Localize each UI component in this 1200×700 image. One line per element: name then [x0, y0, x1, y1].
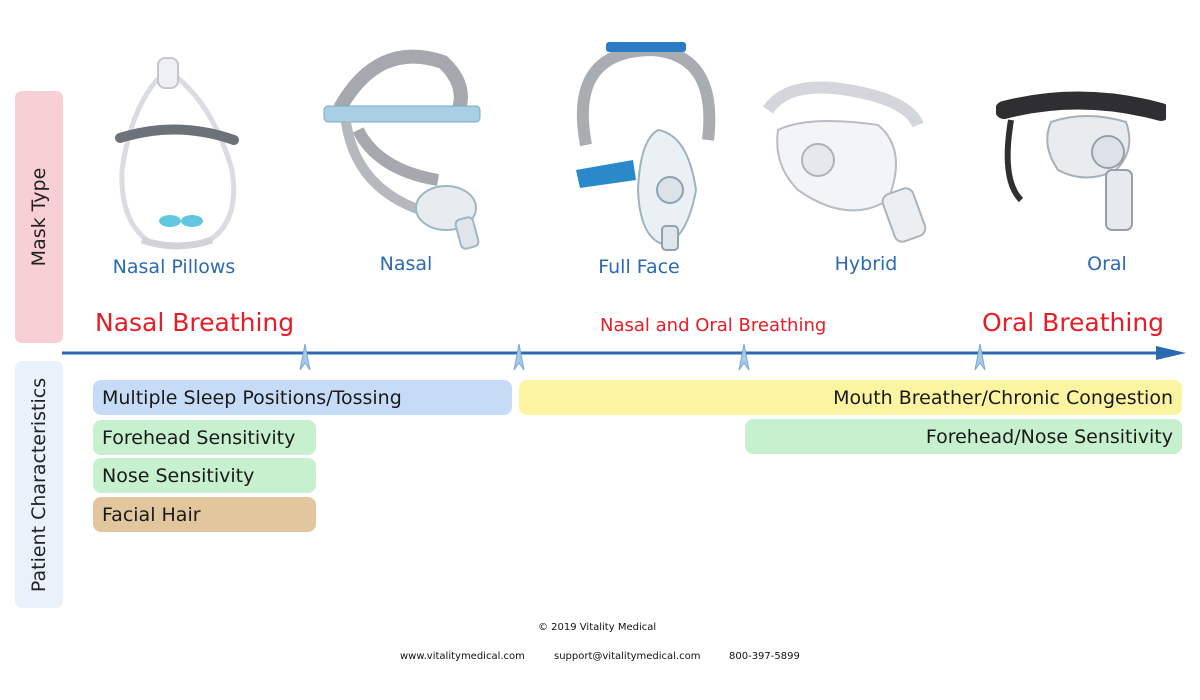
axis-tick-marker: [738, 343, 750, 371]
nasal-pillows-mask-icon: [115, 57, 239, 250]
characteristic-label: Forehead/Nose Sensitivity: [925, 425, 1173, 448]
oral-breathing-label: Oral Breathing: [982, 308, 1165, 337]
mask-label-nasal: Nasal: [379, 253, 433, 275]
email-link[interactable]: support@vitalitymedical.com: [554, 651, 701, 662]
characteristic-label: Nose Sensitivity: [102, 464, 255, 487]
nasal-breathing-label: Nasal Breathing: [95, 308, 295, 337]
axis-arrowhead: [1156, 346, 1186, 360]
website-link[interactable]: www.vitalitymedical.com: [400, 651, 525, 662]
patient-characteristics-label: Patient Characteristics: [15, 361, 63, 608]
characteristic-label: Forehead Sensitivity: [102, 426, 296, 449]
nasal-oral-breathing-label: Nasal and Oral Breathing: [600, 315, 827, 336]
characteristic-bar: Mouth Breather/Chronic Congestion: [519, 380, 1182, 415]
phone-number: 800-397-5899: [729, 651, 800, 662]
hybrid-mask-icon: [763, 81, 927, 243]
axis-tick-marker: [974, 343, 986, 371]
mask-label-full-face: Full Face: [598, 256, 680, 278]
mask-label-oral: Oral: [1087, 253, 1127, 275]
nasal-mask-icon: [323, 49, 481, 250]
breathing-axis: [62, 343, 1186, 371]
characteristic-bar: Forehead/Nose Sensitivity: [745, 419, 1182, 454]
characteristic-bar: Forehead Sensitivity: [93, 420, 316, 455]
mask-label-hybrid: Hybrid: [834, 253, 898, 275]
characteristic-bar: Multiple Sleep Positions/Tossing: [93, 380, 512, 415]
mask-type-label: Mask Type: [15, 91, 63, 343]
characteristic-label: Multiple Sleep Positions/Tossing: [102, 386, 402, 409]
characteristic-bar: Nose Sensitivity: [93, 458, 316, 493]
mask-label-nasal-pillows: Nasal Pillows: [112, 256, 236, 278]
axis-tick-marker: [513, 343, 525, 371]
mask-type-text: Mask Type: [28, 167, 50, 267]
characteristic-bar: Facial Hair: [93, 497, 316, 532]
full-face-mask-icon: [576, 42, 716, 251]
characteristic-label: Mouth Breather/Chronic Congestion: [833, 386, 1173, 409]
axis-tick-marker: [299, 343, 311, 371]
characteristic-label: Facial Hair: [102, 503, 201, 526]
oral-mask-icon: [996, 91, 1166, 231]
patient-characteristics-text: Patient Characteristics: [28, 377, 50, 592]
copyright-text: © 2019 Vitality Medical: [538, 622, 657, 633]
